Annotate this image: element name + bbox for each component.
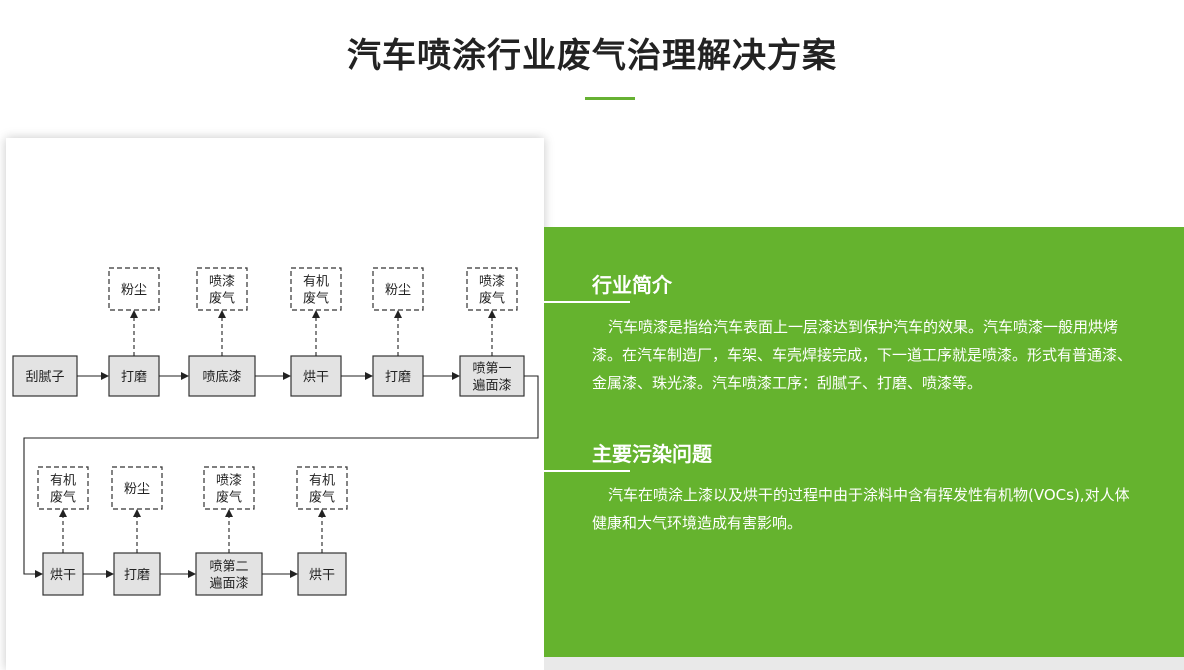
process-flowchart: 刮腻子打磨粉尘喷底漆喷漆废气烘干有机废气打磨粉尘喷第一遍面漆喷漆废气烘干有机废气… <box>6 138 544 670</box>
emission-label: 粉尘 <box>121 283 147 298</box>
row-wrap-connector <box>23 375 539 578</box>
process-step <box>12 355 78 397</box>
flowchart-svg: 刮腻子打磨粉尘喷底漆喷漆废气烘干有机废气打磨粉尘喷第一遍面漆喷漆废气烘干有机废气… <box>12 267 539 596</box>
emission-box <box>203 466 255 510</box>
info-panel: 行业简介 汽车喷漆是指给汽车表面上一层漆达到保护汽车的效果。汽车喷漆一般用烘烤漆… <box>544 227 1184 657</box>
emission-label: 有机废气 <box>303 275 329 307</box>
emission-label: 喷漆废气 <box>216 473 242 506</box>
panel-bottom-strip <box>544 657 1184 670</box>
page-title: 汽车喷涂行业废气治理解决方案 <box>347 36 837 76</box>
pollution-divider <box>544 470 630 472</box>
process-step <box>459 355 525 397</box>
emission-box <box>37 466 89 510</box>
process-step-label: 刮腻子 <box>25 370 64 385</box>
intro-title: 行业简介 <box>592 273 672 297</box>
process-step-label: 烘干 <box>303 370 329 385</box>
process-step-label: 打磨 <box>385 370 411 385</box>
process-step-label: 烘干 <box>309 568 335 583</box>
process-step <box>42 552 84 596</box>
emission-label: 有机废气 <box>50 474 76 506</box>
intro-divider <box>544 301 630 303</box>
process-step <box>188 355 256 397</box>
emission-label: 喷漆废气 <box>479 274 505 307</box>
process-step <box>297 552 347 596</box>
process-step <box>108 355 160 397</box>
process-step-label: 烘干 <box>50 568 76 583</box>
process-step-label: 打磨 <box>124 568 150 583</box>
process-step-label: 打磨 <box>121 370 147 385</box>
emission-box <box>290 267 342 311</box>
emission-label: 粉尘 <box>124 482 150 497</box>
intro-text: 汽车喷漆是指给汽车表面上一层漆达到保护汽车的效果。汽车喷漆一般用烘烤漆。在汽车制… <box>592 318 1133 392</box>
process-step-label: 喷第一遍面漆 <box>472 362 511 394</box>
process-step <box>290 355 342 397</box>
process-step-label: 喷第二遍面漆 <box>209 560 248 592</box>
title-underline <box>585 97 635 100</box>
emission-label: 喷漆废气 <box>209 274 235 307</box>
emission-label: 有机废气 <box>309 474 335 506</box>
pollution-text: 汽车在喷涂上漆以及烘干的过程中由于涂料中含有挥发性有机物(VOCs),对人体健康… <box>592 486 1130 532</box>
emission-label: 粉尘 <box>385 283 411 298</box>
process-step <box>195 552 263 596</box>
emission-box <box>108 267 160 311</box>
pollution-title: 主要污染问题 <box>592 442 712 466</box>
process-step-label: 喷底漆 <box>202 369 241 385</box>
process-step <box>113 552 161 596</box>
